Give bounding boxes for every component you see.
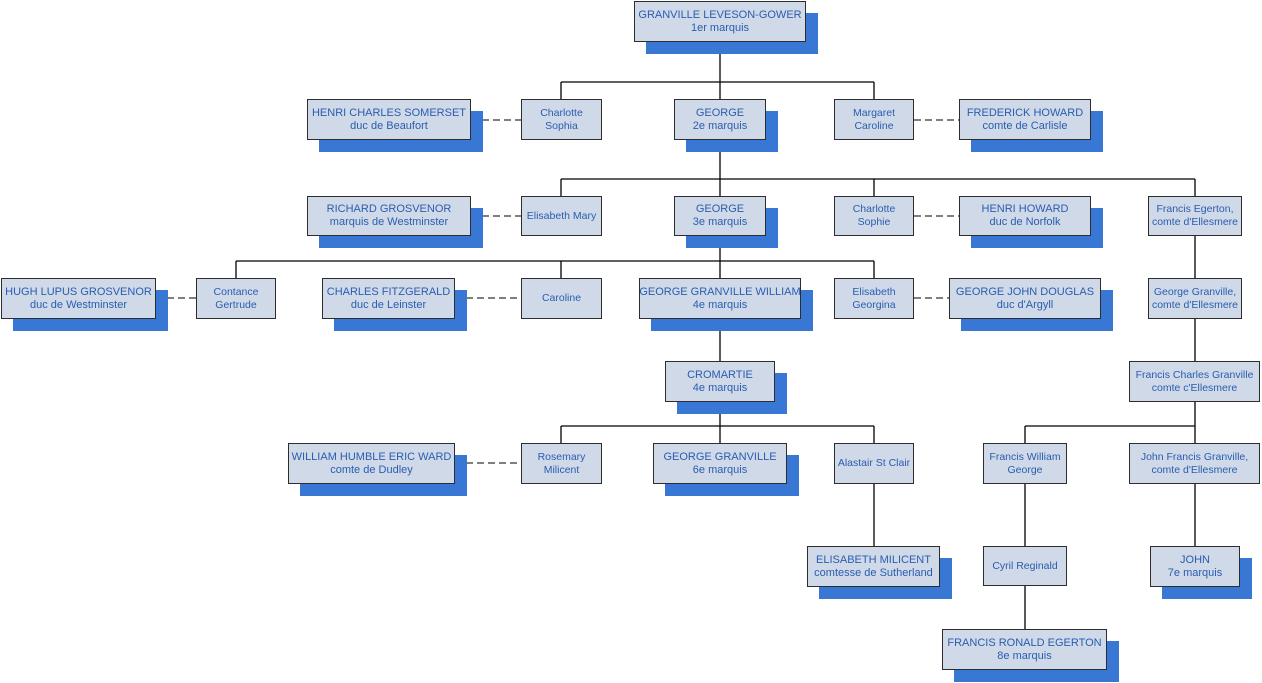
person-box[interactable]: ELISABETH MILICENT comtesse de Sutherlan… <box>807 546 940 587</box>
person-name: GEORGE JOHN DOUGLAS <box>955 285 1095 298</box>
person-title: 4e marquis <box>692 381 748 394</box>
person-box[interactable]: HENRI CHARLES SOMERSET duc de Beaufort <box>307 99 471 140</box>
person-name: Margaret <box>852 106 895 119</box>
person-box[interactable]: Elisabeth Mary <box>521 196 602 236</box>
person-title: comte d'Ellesmere <box>1151 463 1238 476</box>
person-box[interactable]: HUGH LUPUS GROSVENOR duc de Westminster <box>1 278 156 319</box>
person-name-line2: Sophia <box>545 119 578 132</box>
person-box[interactable]: Francis Egerton, comte d'Ellesmere <box>1148 196 1242 236</box>
person-name-line2: Caroline <box>854 119 894 132</box>
person-box[interactable]: GRANVILLE LEVESON-GOWER 1er marquis <box>634 1 806 42</box>
person-title: duc de Norfolk <box>989 216 1061 228</box>
person-box[interactable]: Francis Charles Granville comte c'Ellesm… <box>1129 361 1260 402</box>
person-box[interactable]: Caroline <box>521 278 602 319</box>
person-name: GEORGE <box>695 106 745 119</box>
person-box[interactable]: RICHARD GROSVENOR marquis de Westminster <box>307 196 471 236</box>
person-name: HUGH LUPUS GROSVENOR <box>5 285 152 298</box>
person-name: CHARLES FITZGERALD <box>326 285 451 298</box>
person-name-line2: George <box>1007 463 1043 476</box>
person-name: HENRI CHARLES SOMERSET <box>311 106 467 119</box>
person-title: comte de Carlisle <box>982 119 1068 132</box>
person-title: 7e marquis <box>1167 566 1223 579</box>
person-title: 6e marquis <box>692 463 748 476</box>
person-name: Elisabeth Mary <box>526 209 597 222</box>
person-title: comtesse de Sutherland <box>814 566 933 579</box>
person-box[interactable]: Charlotte Sophia <box>521 99 602 140</box>
person-box[interactable]: CROMARTIE 4e marquis <box>665 361 775 402</box>
person-title: duc de Leinster <box>350 298 427 311</box>
person-title: 3e marquis <box>692 216 748 228</box>
person-box[interactable]: Elisabeth Georgina <box>834 278 914 319</box>
person-box[interactable]: Francis William George <box>983 443 1067 484</box>
person-title: 4e marquis <box>692 298 748 311</box>
person-name: WILLIAM HUMBLE ERIC WARD <box>291 450 452 463</box>
person-box[interactable]: Alastair St Clair <box>834 443 914 484</box>
person-name: Caroline <box>541 292 582 304</box>
person-box[interactable]: Rosemary Milicent <box>521 443 602 484</box>
person-box[interactable]: Charlotte Sophie <box>834 196 914 236</box>
person-name: John Francis Granville, <box>1140 450 1249 463</box>
person-box[interactable]: JOHN 7e marquis <box>1150 546 1240 587</box>
person-title: comte d'Ellesmere <box>1151 298 1239 311</box>
person-name: Contance <box>213 285 259 298</box>
person-name-line2: Gertrude <box>215 298 257 311</box>
person-box[interactable]: FRANCIS RONALD EGERTON 8e marquis <box>942 629 1107 670</box>
person-box[interactable]: HENRI HOWARD duc de Norfolk <box>959 196 1091 236</box>
person-name-line2: Sophie <box>857 216 891 228</box>
person-name: Francis William <box>989 450 1061 463</box>
person-title: marquis de Westminster <box>329 216 449 228</box>
person-title: 8e marquis <box>997 649 1052 662</box>
person-name: ELISABETH MILICENT <box>816 553 931 566</box>
person-box[interactable]: CHARLES FITZGERALD duc de Leinster <box>322 278 455 319</box>
person-box[interactable]: GEORGE GRANVILLE WILLIAM 4e marquis <box>639 278 801 319</box>
person-name: Rosemary <box>537 450 586 463</box>
person-title: duc de Beaufort <box>350 119 428 132</box>
person-box[interactable]: Margaret Caroline <box>834 99 914 140</box>
person-box[interactable]: John Francis Granville, comte d'Ellesmer… <box>1129 443 1260 484</box>
person-title: duc de Westminster <box>29 298 127 311</box>
person-title: comte d'Ellesmere <box>1151 216 1239 228</box>
person-name: Cyril Reginald <box>992 559 1058 572</box>
person-title: duc d'Argyll <box>996 298 1054 311</box>
person-name: FREDERICK HOWARD <box>966 106 1084 119</box>
person-title: comte c'Ellesmere <box>1151 381 1238 394</box>
person-name: Alastair St Clair <box>837 457 911 469</box>
person-box[interactable]: Contance Gertrude <box>196 278 276 319</box>
person-name-line2: Milicent <box>543 463 580 476</box>
person-name: Francis Charles Granville <box>1135 368 1254 381</box>
person-box[interactable]: GEORGE GRANVILLE 6e marquis <box>653 443 787 484</box>
person-name: FRANCIS RONALD EGERTON <box>947 636 1102 649</box>
person-name-line2: Georgina <box>852 298 896 311</box>
person-box[interactable]: GEORGE 3e marquis <box>674 196 766 236</box>
person-box[interactable]: GEORGE 2e marquis <box>674 99 766 140</box>
person-name: GEORGE GRANVILLE WILLIAM <box>639 285 801 298</box>
person-name: GEORGE <box>695 203 745 215</box>
person-box[interactable]: WILLIAM HUMBLE ERIC WARD comte de Dudley <box>288 443 455 484</box>
person-title: comte de Dudley <box>330 463 413 476</box>
person-name: GRANVILLE LEVESON-GOWER <box>638 8 802 21</box>
person-title: 1er marquis <box>690 21 750 34</box>
person-name: Elisabeth <box>852 285 896 298</box>
person-name: GEORGE GRANVILLE <box>663 450 777 463</box>
person-name: RICHARD GROSVENOR <box>326 203 452 215</box>
person-name: George Granville, <box>1153 285 1237 298</box>
person-box[interactable]: Cyril Reginald <box>983 546 1067 586</box>
person-name: Francis Egerton, <box>1156 203 1234 215</box>
person-box[interactable]: GEORGE JOHN DOUGLAS duc d'Argyll <box>949 278 1101 319</box>
person-name: JOHN <box>1180 553 1210 566</box>
person-box[interactable]: FREDERICK HOWARD comte de Carlisle <box>959 99 1091 140</box>
person-name: Charlotte <box>852 203 896 215</box>
person-name: HENRI HOWARD <box>981 203 1069 215</box>
person-name: Charlotte <box>540 106 583 119</box>
person-name: CROMARTIE <box>687 368 753 381</box>
person-box[interactable]: George Granville, comte d'Ellesmere <box>1148 278 1242 319</box>
person-title: 2e marquis <box>692 119 748 132</box>
